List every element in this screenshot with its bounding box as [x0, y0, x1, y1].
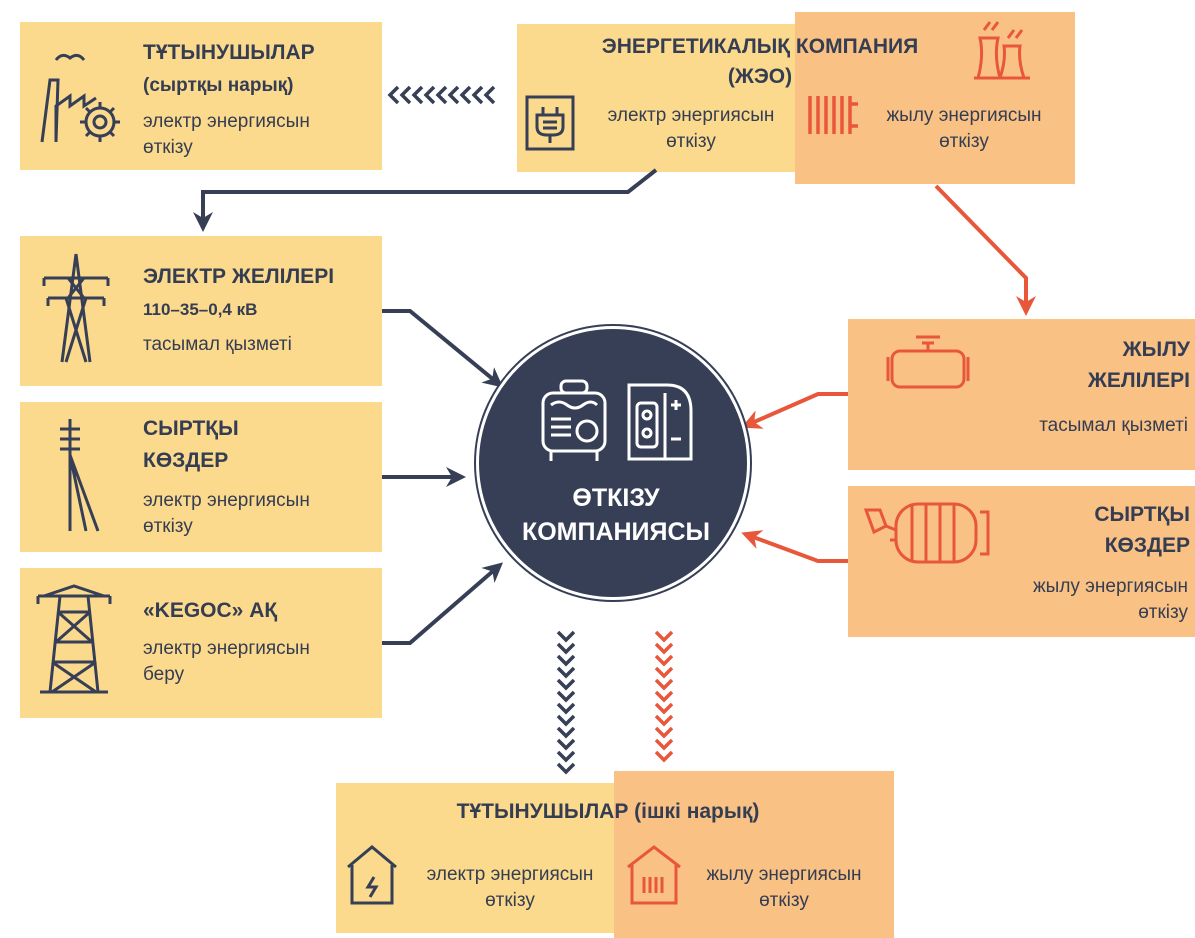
heat-networks-box — [848, 319, 1195, 470]
transmission-tower-icon — [42, 253, 110, 363]
consumers-internal-electric-1: электр энергиясын — [426, 864, 594, 885]
electric-networks-title: ЭЛЕКТР ЖЕЛІЛЕРІ — [143, 265, 335, 288]
consumers-internal-title: ТҰТЫНУШЫЛАР (ішкі нарық) — [456, 800, 760, 823]
energy-company-heat-1: жылу энергиясын — [886, 105, 1042, 126]
energy-company-title-2: (ЖЭО) — [727, 65, 793, 88]
arrow-energy-to-heat-networks — [934, 184, 1036, 316]
external-sources-heat-desc-2: өткізу — [1138, 602, 1188, 623]
external-sources-electric-desc-2: өткізу — [143, 516, 193, 537]
energy-company-electric-2: өткізу — [666, 131, 716, 152]
high-voltage-tower-icon — [36, 584, 112, 694]
utility-pole-icon — [60, 419, 100, 532]
consumers-external-subtitle: (сыртқы нарық) — [143, 75, 294, 96]
chevron-left-arrows — [387, 85, 496, 105]
external-sources-electric-title-1: СЫРТҚЫ — [143, 417, 239, 440]
arrow-kegoc-to-center — [382, 562, 504, 645]
external-sources-heat-title-1: СЫРТҚЫ — [1094, 503, 1190, 526]
consumers-external-desc-1: электр энергиясын — [143, 111, 310, 132]
arrow-external-heat-to-center — [741, 530, 848, 563]
arrow-heat-networks-to-center — [741, 392, 848, 429]
consumers-internal-heat-box — [614, 771, 894, 938]
consumers-internal-electric-2: өткізу — [485, 890, 535, 911]
consumers-external-desc-2: өткізу — [143, 137, 193, 158]
external-sources-electric-box — [20, 402, 382, 552]
external-sources-electric-desc-1: электр энергиясын — [143, 490, 310, 511]
center-title-2: КОМПАНИЯСЫ — [521, 518, 711, 546]
arrow-energy-to-electric-networks — [193, 168, 658, 232]
consumers-internal-heat-2: өткізу — [759, 890, 809, 911]
consumers-external-box — [20, 22, 382, 170]
plug-icon — [525, 95, 575, 151]
house-electric-icon — [347, 845, 397, 905]
arrow-electric-networks-to-center — [382, 309, 504, 388]
heat-networks-title-1: ЖЫЛУ — [1122, 338, 1190, 361]
electric-networks-voltage: 110–35–0,4 кВ — [143, 300, 258, 319]
external-sources-heat-desc-1: жылу энергиясын — [1032, 576, 1188, 597]
kegoc-title: «KEGOC» АҚ — [143, 599, 278, 622]
chevron-down-arrows-electric — [556, 630, 576, 775]
house-heat-icon — [627, 845, 681, 905]
consumers-internal-heat-1: жылу энергиясын — [706, 864, 862, 885]
external-sources-heat-title-2: КӨЗДЕР — [1104, 534, 1190, 557]
energy-company-title-1: ЭНЕРГЕТИКАЛЫҚ КОМПАНИЯ — [601, 35, 919, 58]
external-sources-heat-box — [848, 486, 1195, 637]
heat-networks-desc: тасымал қызметі — [1039, 415, 1188, 436]
consumers-external-title: ТҰТЫНУШЫЛАР — [143, 41, 315, 64]
center-title-1: ӨТКІЗУ — [572, 484, 660, 512]
generator-icon — [541, 379, 607, 461]
electric-networks-desc: тасымал қызметі — [143, 334, 292, 355]
radiator-icon — [808, 96, 858, 134]
kegoc-desc-1: электр энергиясын — [143, 638, 310, 659]
heat-networks-title-2: ЖЕЛІЛЕРІ — [1087, 369, 1190, 392]
distribution-company-circle: ӨТКІЗУ КОМПАНИЯСЫ — [476, 326, 750, 600]
battery-icon — [627, 383, 693, 461]
pipe-valve-icon — [886, 335, 970, 389]
chevron-down-arrows-heat — [654, 630, 674, 763]
kegoc-desc-2: беру — [143, 664, 185, 685]
power-plant-icon — [974, 21, 1030, 80]
electric-networks-box — [20, 236, 382, 386]
external-sources-electric-title-2: КӨЗДЕР — [143, 449, 229, 472]
energy-company-heat-2: өткізу — [939, 131, 989, 152]
factory-gear-icon — [40, 53, 120, 143]
energy-company-electric-1: электр энергиясын — [607, 105, 775, 126]
boiler-tank-icon — [863, 502, 990, 564]
